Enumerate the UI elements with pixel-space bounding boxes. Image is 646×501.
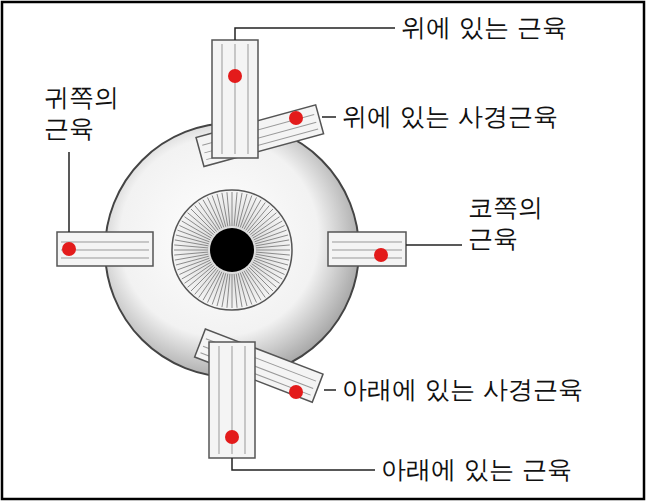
iris-spoke [217, 194, 226, 227]
insertion-dot [62, 242, 76, 256]
iris-spoke [236, 193, 242, 226]
leader-line [406, 244, 462, 246]
insertion-dot [225, 430, 239, 444]
iris-spoke [227, 192, 230, 226]
muscle-label: 귀쪽의 근육 [44, 82, 120, 145]
muscle-label: 위에 있는 근육 [401, 12, 567, 43]
iris-spoke [199, 202, 219, 230]
iris-spoke [253, 221, 282, 238]
iris-spoke [182, 262, 211, 279]
muscle-label: 코쪽의 근육 [468, 192, 548, 255]
leader-line [324, 389, 336, 391]
leader-line [235, 28, 395, 40]
iris-spoke [222, 274, 228, 307]
insertion-dot [228, 69, 242, 83]
iris-spoke [246, 270, 266, 298]
lateral-rectus-muscle [57, 232, 153, 266]
iris-spoke [174, 250, 208, 251]
pupil [210, 228, 254, 272]
iris-spoke [256, 250, 290, 251]
iris-spoke [184, 264, 212, 284]
leader-line [232, 458, 375, 470]
iris-spoke [238, 273, 247, 306]
medial-rectus-muscle [328, 232, 406, 266]
iris-spoke [203, 200, 220, 229]
iris-spoke [256, 254, 289, 260]
iris-spoke [252, 217, 280, 237]
insertion-dot [374, 248, 388, 262]
iris-spoke [234, 274, 237, 308]
iris-spoke [256, 245, 290, 248]
iris-spoke [232, 274, 233, 308]
iris-spoke [175, 240, 208, 246]
iris-pattern [174, 192, 290, 308]
insertion-dots [62, 69, 388, 444]
iris-spoke [174, 252, 208, 255]
iris [172, 190, 292, 310]
superior-rectus-muscle [212, 40, 258, 158]
inferior-rectus-muscle [209, 342, 255, 458]
muscle-label: 아래에 있는 근육 [381, 454, 572, 485]
insertion-dot [289, 385, 303, 399]
leader-line [322, 116, 336, 118]
muscle-label: 위에 있는 사경근육 [342, 101, 558, 132]
insertion-dot [289, 111, 303, 125]
iris-spoke [176, 256, 209, 265]
iris-spoke [232, 192, 233, 226]
iris-spoke [244, 271, 261, 300]
muscle-label: 아래에 있는 사경근육 [342, 374, 583, 405]
leader-line [68, 152, 70, 232]
iris-spoke [255, 235, 288, 244]
